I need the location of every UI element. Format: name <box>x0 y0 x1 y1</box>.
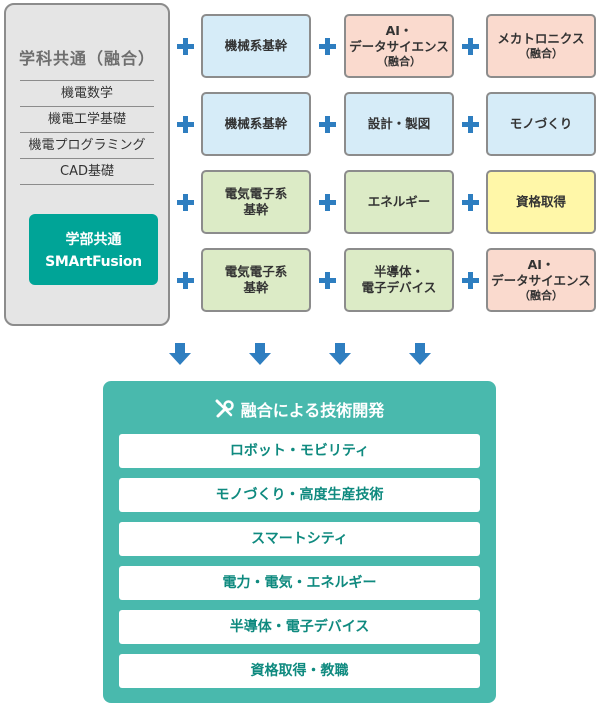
plus-icon <box>319 38 336 55</box>
subject-label: 電気電子系 基幹 <box>224 186 288 217</box>
subject-box: エネルギー <box>344 170 454 234</box>
plus-icon <box>177 272 194 289</box>
tools-icon <box>215 399 234 418</box>
subject-box: 電気電子系 基幹 <box>201 248 311 312</box>
plus-icon <box>319 194 336 211</box>
down-arrow-icon <box>169 343 191 367</box>
subject-sublabel: （融合） <box>518 289 563 302</box>
plus-icon <box>177 38 194 55</box>
subject-sublabel: （融合） <box>376 55 421 68</box>
course-item: CAD基礎 <box>20 159 154 185</box>
subject-label: 機械系基幹 <box>224 38 288 53</box>
subject-label: モノづくり <box>509 116 573 131</box>
course-item: 機電プログラミング <box>20 133 154 159</box>
subject-box: 資格取得 <box>486 170 596 234</box>
result-panel: 融合による技術開発 ロボット・モビリティ モノづくり・高度生産技術 スマートシテ… <box>103 381 496 703</box>
subject-label: エネルギー <box>367 194 431 209</box>
plus-icon <box>462 272 479 289</box>
subject-box: AI・ データサイエンス（融合） <box>344 14 454 78</box>
common-courses-panel: 学科共通（融合） 機電数学 機電工学基礎 機電プログラミング CAD基礎 学部共… <box>4 3 170 326</box>
subject-box: 電気電子系 基幹 <box>201 170 311 234</box>
plus-icon <box>462 116 479 133</box>
result-item: 資格取得・教職 <box>119 654 480 688</box>
subject-label: AI・ データサイエンス <box>349 23 449 54</box>
result-title-text: 融合による技術開発 <box>240 401 385 420</box>
result-item: 半導体・電子デバイス <box>119 610 480 644</box>
subject-label: 設計・製図 <box>367 116 431 131</box>
subject-label: AI・ データサイエンス <box>491 257 591 288</box>
down-arrow-icon <box>409 343 431 367</box>
common-courses-title: 学科共通（融合） <box>18 49 155 68</box>
subject-box: 機械系基幹 <box>201 92 311 156</box>
plus-icon <box>177 194 194 211</box>
plus-icon <box>462 38 479 55</box>
plus-icon <box>177 116 194 133</box>
course-item: 機電数学 <box>20 81 154 107</box>
result-title: 融合による技術開発 <box>103 397 496 421</box>
faculty-common-label: 学部共通 <box>65 232 122 248</box>
down-arrow-icon <box>249 343 271 367</box>
faculty-common-box: 学部共通 SMArtFusion <box>29 214 158 285</box>
subject-box: メカトロニクス（融合） <box>486 14 596 78</box>
subject-box: AI・ データサイエンス（融合） <box>486 248 596 312</box>
course-item: 機電工学基礎 <box>20 107 154 133</box>
subject-label: 資格取得 <box>515 194 566 209</box>
subject-label: 機械系基幹 <box>224 116 288 131</box>
result-item: 電力・電気・エネルギー <box>119 566 480 600</box>
result-item: スマートシティ <box>119 522 480 556</box>
plus-icon <box>319 116 336 133</box>
subject-sublabel: （融合） <box>518 47 563 60</box>
subject-box: 機械系基幹 <box>201 14 311 78</box>
result-item: モノづくり・高度生産技術 <box>119 478 480 512</box>
result-item: ロボット・モビリティ <box>119 434 480 468</box>
subject-box: 半導体・ 電子デバイス <box>344 248 454 312</box>
smartfusion-label: SMArtFusion <box>45 254 142 270</box>
plus-icon <box>319 272 336 289</box>
down-arrow-icon <box>329 343 351 367</box>
plus-icon <box>462 194 479 211</box>
subject-label: 電気電子系 基幹 <box>224 264 288 295</box>
subject-label: 半導体・ 電子デバイス <box>361 264 437 295</box>
subject-box: モノづくり <box>486 92 596 156</box>
subject-box: 設計・製図 <box>344 92 454 156</box>
course-list: 機電数学 機電工学基礎 機電プログラミング CAD基礎 <box>20 80 154 185</box>
subject-label: メカトロニクス <box>497 31 585 46</box>
